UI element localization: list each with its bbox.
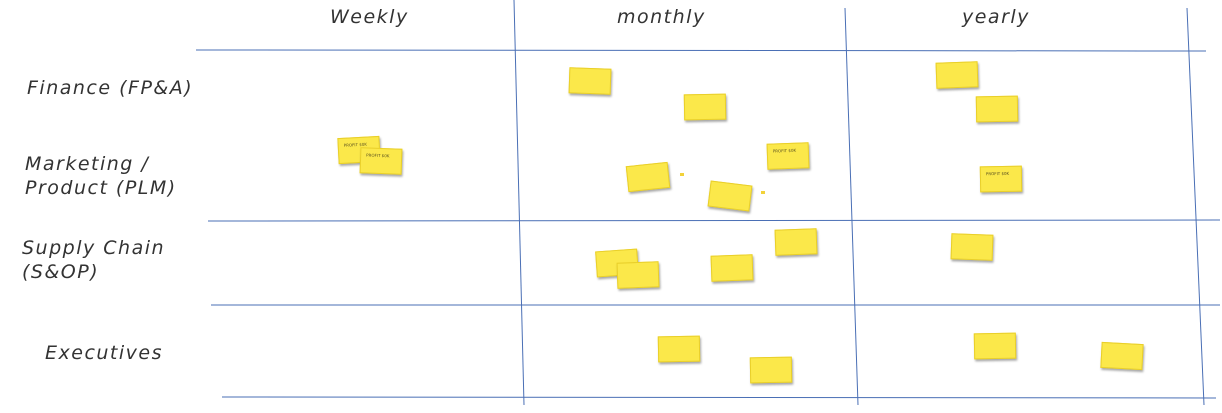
sticky-note[interactable]: PROFIT $0K bbox=[766, 142, 810, 170]
note-fragment bbox=[680, 173, 684, 176]
sticky-note[interactable] bbox=[707, 180, 753, 212]
row-label-supply-chain: Supply Chain (S&OP) bbox=[22, 237, 166, 283]
sticky-note[interactable] bbox=[710, 254, 754, 282]
sticky-note[interactable] bbox=[973, 332, 1017, 360]
sticky-note[interactable] bbox=[568, 67, 612, 95]
sticky-note[interactable] bbox=[774, 228, 818, 256]
sticky-note[interactable] bbox=[1100, 341, 1144, 371]
sticky-note[interactable] bbox=[683, 93, 727, 121]
sticky-note[interactable] bbox=[975, 95, 1019, 123]
sticky-note[interactable] bbox=[657, 335, 701, 363]
row-label-executives: Executives bbox=[45, 342, 163, 364]
sticky-note[interactable] bbox=[616, 261, 660, 289]
sticky-note[interactable] bbox=[935, 61, 979, 89]
bottom-line bbox=[221, 396, 1217, 399]
sticky-note[interactable] bbox=[749, 356, 793, 384]
row-label-finance: Finance (FP&A) bbox=[27, 77, 194, 99]
column-header-monthly: monthly bbox=[617, 6, 706, 28]
row-line-2 bbox=[207, 219, 1221, 222]
sticky-note[interactable]: PROFIT $0K bbox=[979, 165, 1023, 193]
sticky-note[interactable] bbox=[625, 161, 671, 193]
column-header-yearly: yearly bbox=[962, 6, 1030, 28]
col-line-3 bbox=[1186, 7, 1205, 406]
row-label-marketing: Marketing / Product (PLM) bbox=[25, 153, 177, 199]
note-fragment bbox=[761, 191, 765, 194]
column-header-weekly: Weekly bbox=[330, 6, 409, 28]
col-line-2 bbox=[844, 7, 859, 406]
sticky-note[interactable] bbox=[950, 233, 994, 261]
col-line-1 bbox=[513, 0, 525, 406]
sticky-note[interactable]: PROFIT $0K bbox=[359, 147, 403, 175]
header-line bbox=[195, 49, 1207, 52]
